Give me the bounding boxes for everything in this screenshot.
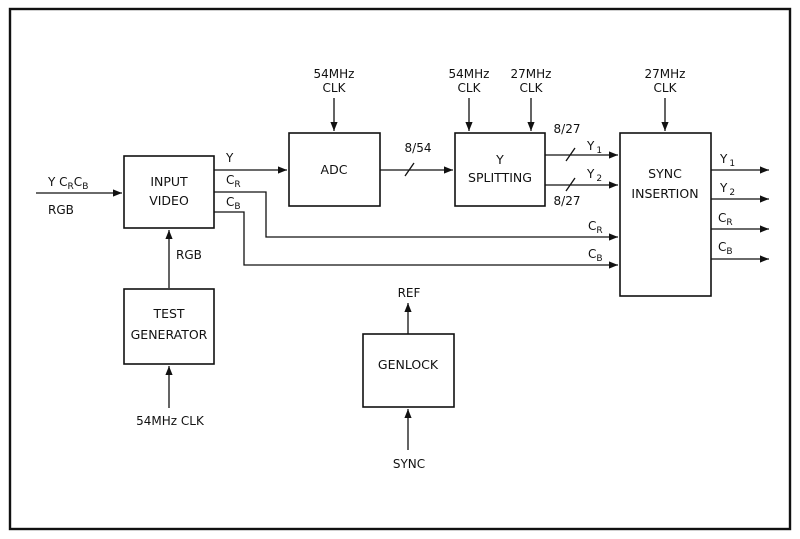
split-27-clock-label-line2: CLK [520, 81, 544, 95]
y-splitting-label-line1: Y [495, 152, 504, 167]
sync-insertion-label-line1: SYNC [648, 166, 682, 181]
input-video-block [123, 155, 215, 229]
bus-top-label: 8/27 [554, 122, 581, 136]
y2-bus-slash [565, 177, 576, 192]
bus-bottom-label: 8/27 [554, 194, 581, 208]
split-54-clock-label-line1: 54MHz [449, 67, 490, 81]
test-gen-clock-label: 54MHz CLK [136, 414, 205, 428]
diagram-frame [8, 7, 792, 531]
test-generator-block [123, 288, 215, 365]
cr-in-label: CR [588, 219, 603, 236]
out-cr-label: CR [226, 173, 241, 190]
out-y-label: Y [225, 151, 234, 165]
adc-label: ADC [321, 162, 348, 177]
adc-bus-width-label: 8/54 [405, 141, 432, 155]
sync-insertion-label-line2: INSERTION [631, 186, 698, 201]
sync-clock-label-line2: CLK [654, 81, 678, 95]
sync-insertion-block [619, 132, 712, 297]
test-rgb-label: RGB [176, 248, 202, 262]
cr-wire [214, 191, 618, 241]
output-cb-label: CB [718, 240, 733, 257]
y-splitting-block [454, 132, 546, 207]
ref-label: REF [398, 286, 421, 300]
cb-in-label: CB [588, 247, 603, 264]
sync-label: SYNC [393, 457, 425, 471]
genlock-label: GENLOCK [378, 357, 439, 372]
y1-bus-slash [565, 147, 576, 162]
split-54-clock-label-line2: CLK [458, 81, 482, 95]
input-rgb-label: RGB [48, 203, 74, 217]
test-generator-label-line1: TEST [152, 306, 184, 321]
out-cb-label: CB [226, 195, 241, 212]
genlock-block [362, 333, 455, 408]
adc-bus-slash [404, 162, 415, 177]
output-cr-label: CR [718, 211, 733, 228]
y-splitting-label-line2: SPLITTING [468, 170, 532, 185]
input-ycrcb-label: Y CRCB [47, 175, 88, 192]
adc-clock-label-line1: 54MHz [314, 67, 355, 81]
input-video-label-line1: INPUT [150, 174, 188, 189]
input-video-label-line2: VIDEO [149, 193, 189, 208]
test-generator-label-line2: GENERATOR [131, 327, 208, 342]
adc-clock-label-line2: CLK [323, 81, 347, 95]
sync-clock-label-line1: 27MHz [645, 67, 686, 81]
adc-block [288, 132, 381, 207]
split-27-clock-label-line1: 27MHz [511, 67, 552, 81]
cb-wire [214, 211, 618, 269]
